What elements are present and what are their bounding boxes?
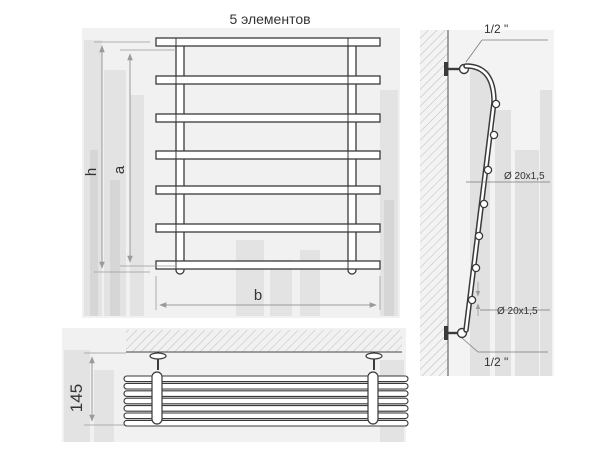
dimension-a: a xyxy=(111,49,176,267)
dimension-depth: 145 xyxy=(67,352,126,426)
front-bar-4 xyxy=(155,150,381,160)
dimension-h-label: h xyxy=(83,168,100,176)
side-wall-hatch xyxy=(420,30,448,376)
top-right-post xyxy=(367,371,379,425)
side-rung-6 xyxy=(471,263,481,273)
side-rung-4 xyxy=(479,199,489,209)
front-bar-7 xyxy=(155,260,381,270)
bottom-connection-callout: 1/2 " xyxy=(461,337,548,369)
bottom-connection-label: 1/2 " xyxy=(484,355,508,369)
side-rung-2 xyxy=(489,130,499,140)
top-left-post xyxy=(151,371,163,425)
pipe-rung-callout: Ø 20x1,5 xyxy=(475,282,550,317)
dimension-a-label: a xyxy=(111,165,128,174)
front-bar-1 xyxy=(155,37,381,47)
front-bar-3 xyxy=(155,113,381,123)
side-rung-1 xyxy=(491,99,501,109)
pipe-main-callout: Ø 20x1,5 xyxy=(466,171,550,183)
dimension-b: b xyxy=(155,276,381,310)
top-bar-6 xyxy=(123,412,409,420)
side-rung-3 xyxy=(483,165,493,175)
top-wall-hatch xyxy=(126,330,402,352)
front-horizontal-bars xyxy=(155,37,381,270)
top-bar-4 xyxy=(123,397,409,405)
front-bar-6 xyxy=(155,223,381,233)
front-view: 5 элементов h a b xyxy=(82,11,400,318)
top-bar-3 xyxy=(123,390,409,397)
top-bar-7 xyxy=(123,419,409,427)
top-bar-2 xyxy=(123,382,409,390)
city-skyline-front-dark xyxy=(90,150,394,316)
top-view: 145 xyxy=(62,328,409,442)
dimension-depth-label: 145 xyxy=(67,384,86,412)
side-rung-7 xyxy=(467,295,477,305)
dimension-b-label: b xyxy=(254,287,262,304)
front-view-title: 5 элементов xyxy=(229,11,310,27)
top-view-bars xyxy=(123,375,409,427)
side-rung-5 xyxy=(474,231,484,241)
top-bar-5 xyxy=(123,405,409,412)
side-view: 1/2 " Ø 20x1,5 Ø 20x1,5 1/2 " xyxy=(420,22,554,376)
front-bar-5 xyxy=(155,185,381,195)
left-top-mount xyxy=(149,352,167,370)
dimension-h: h xyxy=(83,41,150,273)
right-top-mount xyxy=(365,352,383,370)
pipe-main-label: Ø 20x1,5 xyxy=(504,171,545,182)
top-bar-1 xyxy=(123,375,409,383)
side-rung-sections xyxy=(467,99,501,305)
pipe-rung-label: Ø 20x1,5 xyxy=(497,306,538,317)
top-connection-callout: 1/2 " xyxy=(465,22,548,63)
front-bar-2 xyxy=(155,75,381,85)
top-connection-label: 1/2 " xyxy=(484,22,508,36)
